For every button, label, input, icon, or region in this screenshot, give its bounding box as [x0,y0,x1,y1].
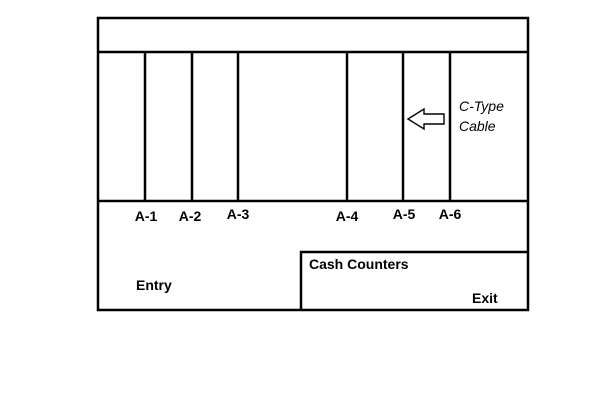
annotation-line-1: C-Type [459,98,504,114]
cash-counter-outline [299,250,528,310]
entry-label: Entry [136,277,172,293]
aisle-label-a2: A-2 [178,208,202,224]
aisle-label-a6: A-6 [438,206,462,222]
annotation-line-2: Cable [459,118,496,134]
left-arrow-icon [406,107,445,131]
aisle-label-a1: A-1 [134,208,158,224]
cash-counters-label: Cash Counters [309,256,409,272]
aisle-label-a5: A-5 [392,206,416,222]
aisle-label-a4: A-4 [335,208,359,224]
c-type-cable-annotation: C-Type Cable [459,96,504,136]
store-outline [96,16,530,312]
exit-label: Exit [472,290,498,306]
aisle-label-a3: A-3 [226,206,250,222]
